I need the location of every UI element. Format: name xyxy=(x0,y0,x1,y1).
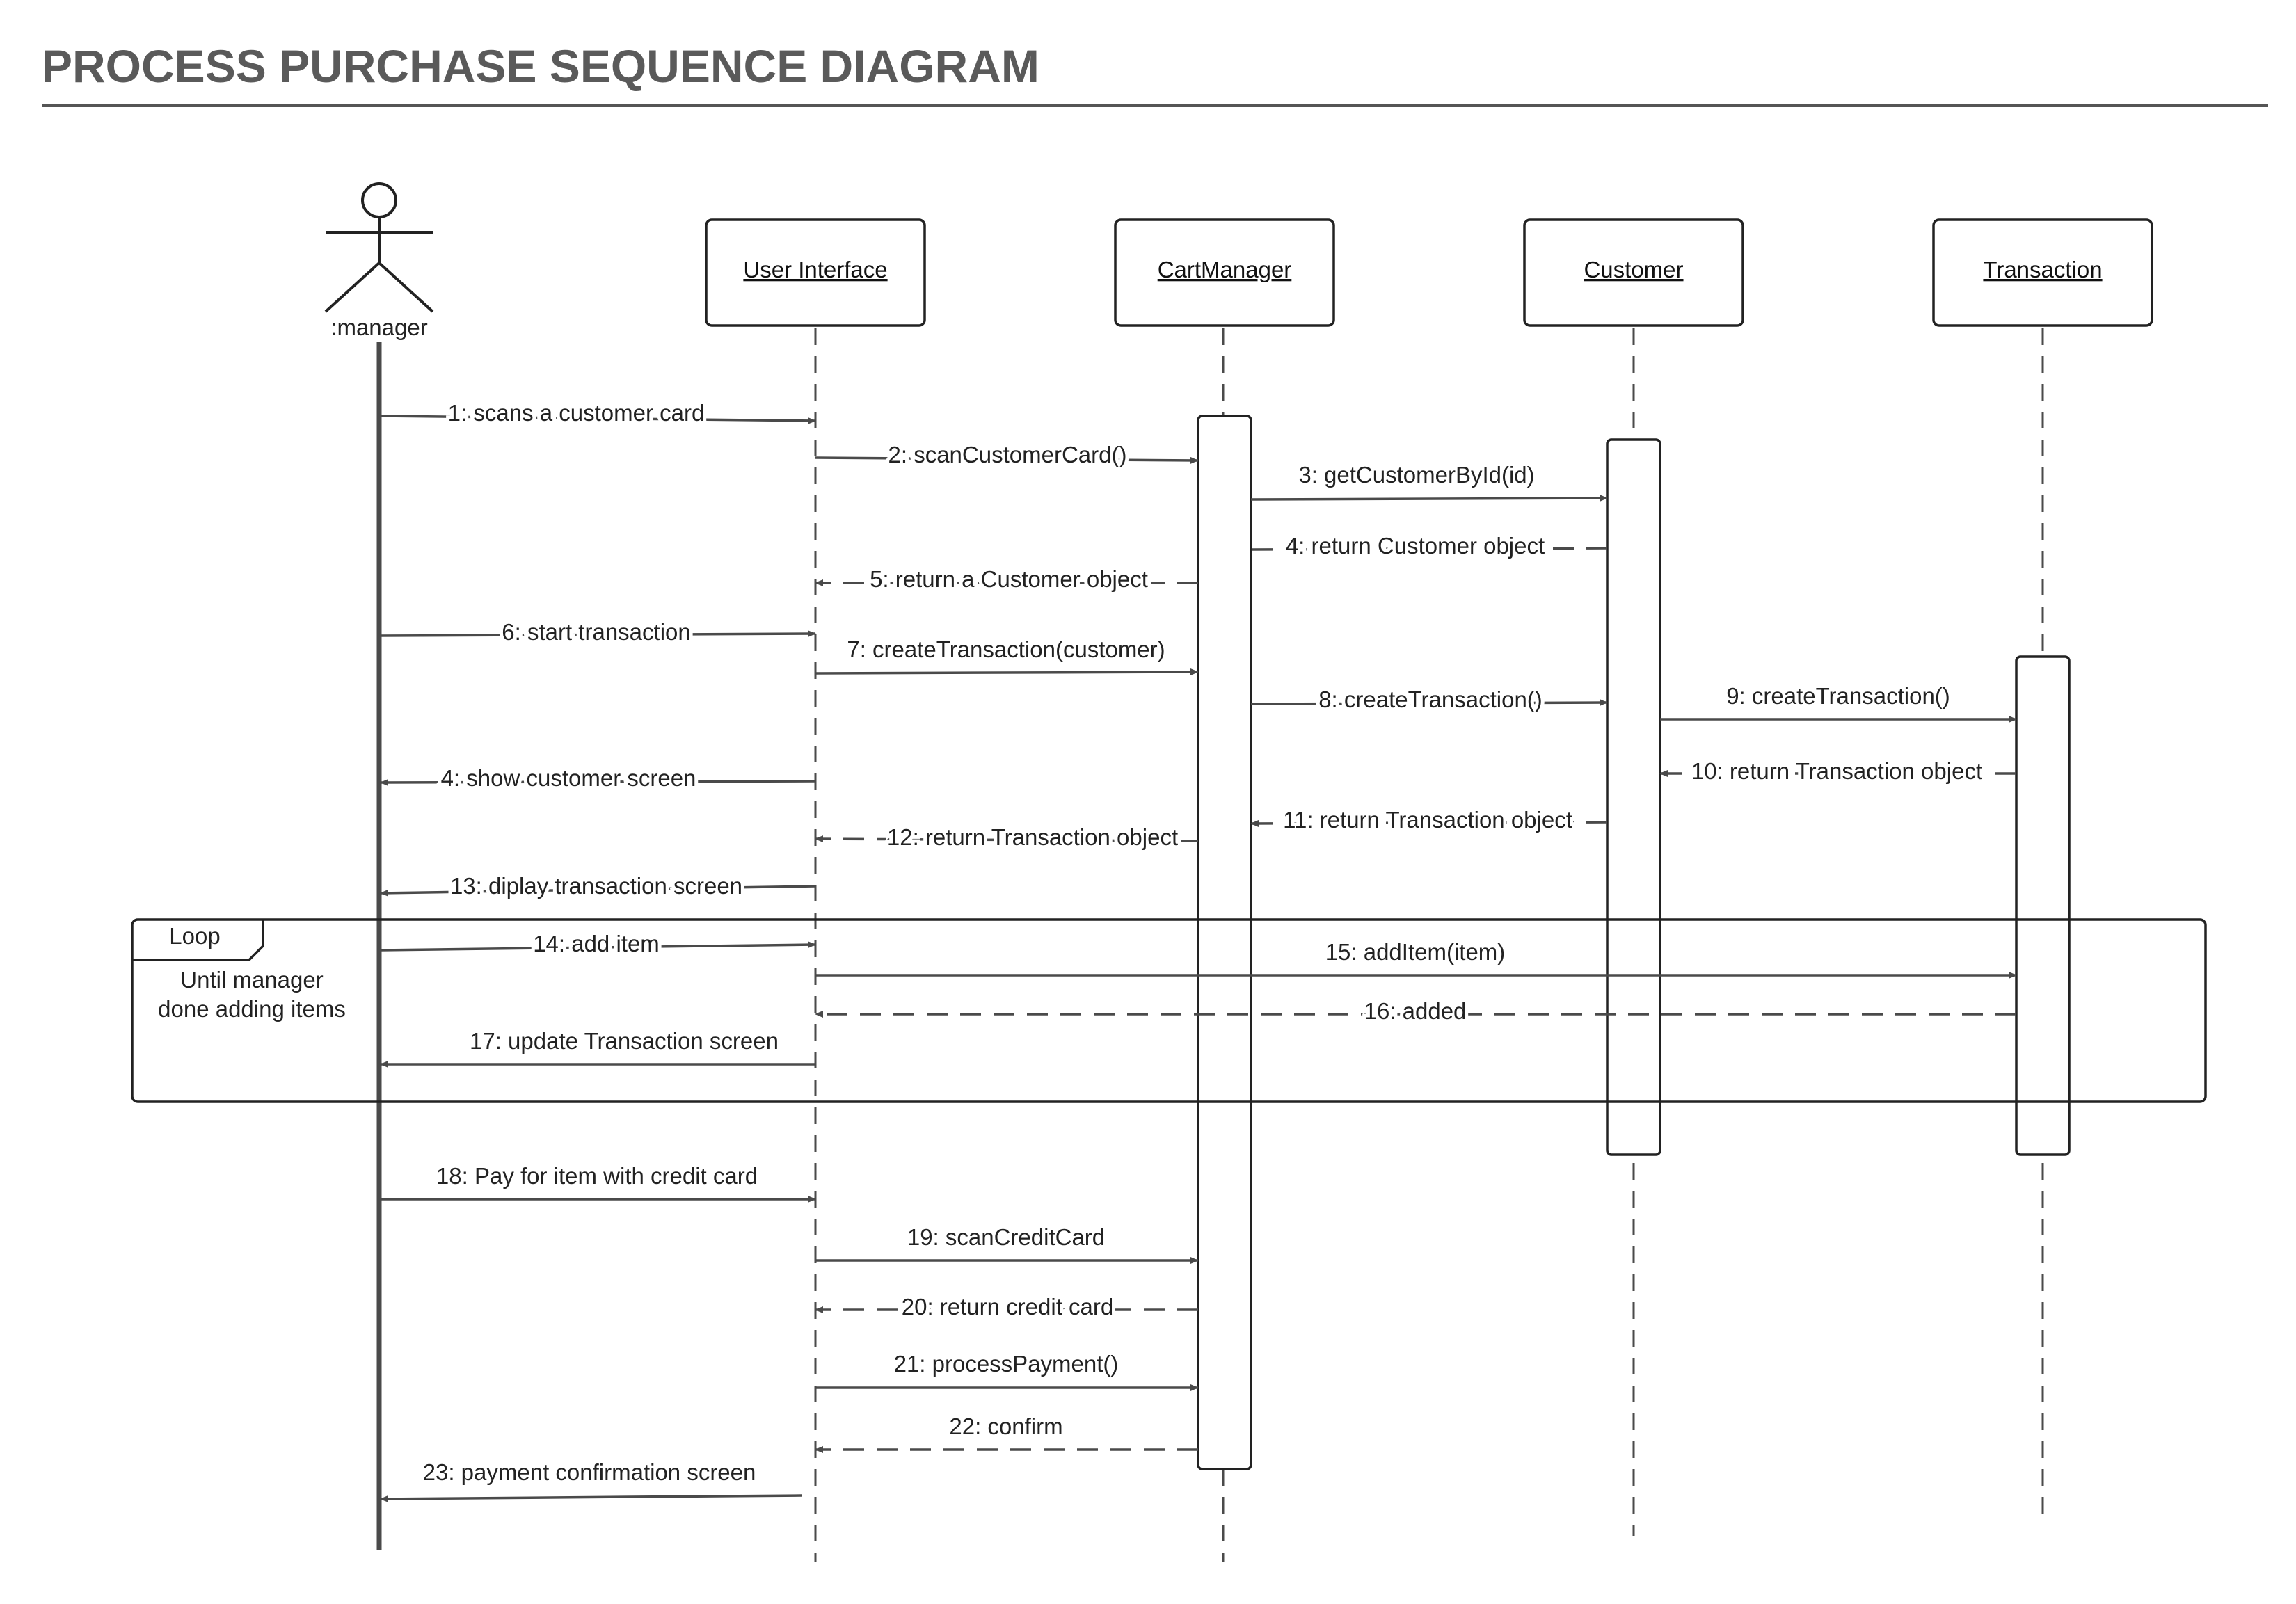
message-label: 22: confirm xyxy=(949,1413,1062,1439)
participant-user-interface-label: User Interface xyxy=(743,257,887,282)
message-9: 9: createTransaction() xyxy=(1660,683,2017,723)
message-5: 5: return a Customer object xyxy=(815,563,1198,595)
activation-cartmanager xyxy=(1197,415,1252,1470)
message-6: 6: start transaction xyxy=(380,616,816,648)
message-7: 7: createTransaction(customer) xyxy=(815,636,1199,676)
message-label: 21: processPayment() xyxy=(894,1351,1119,1377)
message-23: 22: confirm xyxy=(815,1413,1198,1453)
message-label: 6: start transaction xyxy=(502,619,690,645)
actor-name: :manager xyxy=(330,314,427,340)
message-20: 19: scanCreditCard xyxy=(815,1224,1199,1264)
participant-customer-label: Customer xyxy=(1584,257,1683,282)
message-2: 2: scanCustomerCard() xyxy=(815,438,1199,471)
message-label: 17: update Transaction screen xyxy=(470,1028,779,1054)
loop-guard-line2: done adding items xyxy=(158,996,346,1022)
message-label: 9: createTransaction() xyxy=(1726,683,1950,709)
message-4: 4: return Customer object xyxy=(1250,529,1608,562)
message-12: 11: return Transaction object xyxy=(1250,803,1608,836)
loop-frame xyxy=(131,918,2207,1103)
loop-tab xyxy=(132,920,264,961)
message-11: 4: show customer screen xyxy=(380,762,816,794)
participant-user-interface xyxy=(705,218,926,327)
message-15: 14: add item xyxy=(380,927,816,960)
participant-cartmanager-label: CartManager xyxy=(1158,257,1292,282)
message-22: 21: processPayment() xyxy=(815,1351,1199,1391)
message-10: 10: return Transaction object xyxy=(1659,755,2016,787)
participant-customer xyxy=(1523,218,1744,327)
activation-customer xyxy=(1606,438,1661,1156)
message-18: 17: update Transaction screen xyxy=(380,1028,815,1068)
message-8: 8: createTransaction() xyxy=(1250,683,1608,716)
message-label: 2: scanCustomerCard() xyxy=(888,442,1127,467)
loop-label: Loop xyxy=(169,923,220,949)
participant-transaction xyxy=(1932,218,2153,327)
message-label: 11: return Transaction object xyxy=(1283,807,1572,833)
participant-cartmanager xyxy=(1114,218,1335,327)
message-label: 1: scans a customer card xyxy=(448,400,705,426)
message-label: 7: createTransaction(customer) xyxy=(847,636,1165,662)
message-label: 5: return a Customer object xyxy=(870,566,1148,592)
message-label: 20: return credit card xyxy=(902,1294,1113,1320)
message-label: 19: scanCreditCard xyxy=(907,1224,1105,1250)
message-17: 16: added xyxy=(815,995,2016,1027)
message-label: 18: Pay for item with credit card xyxy=(436,1163,758,1189)
message-label: 8: createTransaction() xyxy=(1318,687,1542,712)
message-label: 4: return Customer object xyxy=(1286,533,1545,559)
message-24: 23: payment confirmation screen xyxy=(380,1459,802,1502)
loop-guard-line1: Until manager xyxy=(180,967,323,993)
message-21: 20: return credit card xyxy=(815,1290,1198,1323)
participant-transaction-label: Transaction xyxy=(1983,257,2102,282)
diagram-title: PROCESS PURCHASE SEQUENCE DIAGRAM xyxy=(42,40,1039,92)
message-16: 15: addItem(item) xyxy=(815,939,2017,979)
message-3: 3: getCustomerById(id) xyxy=(1250,462,1608,502)
message-label: 16: added xyxy=(1364,998,1467,1024)
message-label: 10: return Transaction object xyxy=(1691,758,1982,784)
message-13: 12: return Transaction object xyxy=(815,821,1199,853)
message-19: 18: Pay for item with credit card xyxy=(381,1163,816,1203)
message-label: 15: addItem(item) xyxy=(1325,939,1506,965)
message-label: 12: return Transaction object xyxy=(887,824,1178,850)
message-label: 13: diplay transaction screen xyxy=(450,873,742,899)
message-label: 14: add item xyxy=(533,931,660,956)
activation-transaction xyxy=(2015,655,2071,1156)
message-label: 23: payment confirmation screen xyxy=(423,1459,756,1485)
stick-figure-icon xyxy=(324,182,434,313)
message-1: 1: scans a customer card xyxy=(380,396,816,429)
message-label: 4: show customer screen xyxy=(441,765,696,791)
message-label: 3: getCustomerById(id) xyxy=(1298,462,1534,488)
message-14: 13: diplay transaction screen xyxy=(380,869,816,902)
